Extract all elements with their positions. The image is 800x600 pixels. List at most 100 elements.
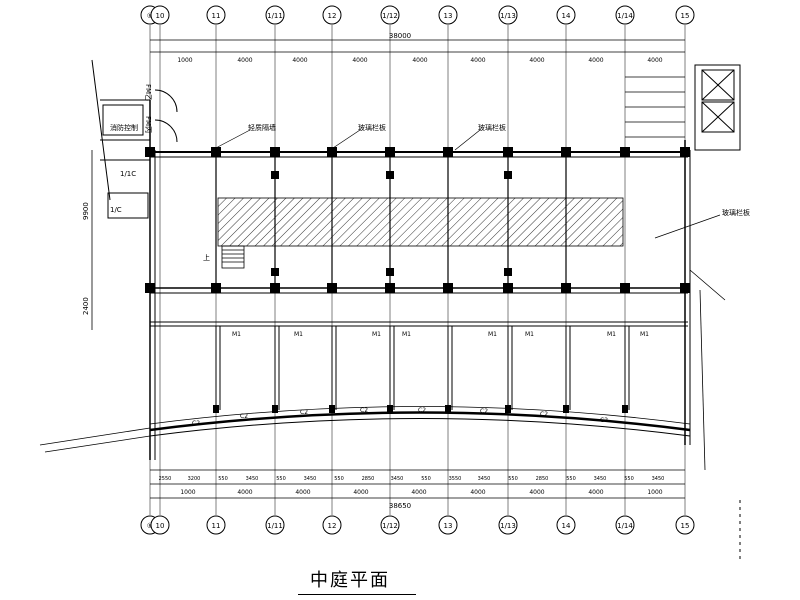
atrium-void-hatch <box>217 197 624 247</box>
bottom-bay-dimension: 1000 <box>180 489 195 496</box>
window-label: C2 <box>600 417 608 424</box>
top-bay-dimension: 4000 <box>352 57 367 64</box>
door-label: M1 <box>525 331 534 338</box>
axis-bubble <box>438 515 458 535</box>
stair-symbol <box>221 245 245 269</box>
top-bay-dimension: 4000 <box>588 57 603 64</box>
axis-bubble-label: 10 <box>156 12 165 20</box>
axis-bubble <box>150 515 170 535</box>
bottom-detail-dimension: 3450 <box>594 476 607 482</box>
bottom-detail-dimension: 550 <box>334 476 344 482</box>
axis-bubble <box>556 515 576 535</box>
room-partitions <box>215 157 630 410</box>
axis-bubble-label: ⑨ <box>147 522 153 530</box>
bottom-detail-dimension: 2550 <box>159 476 172 482</box>
axis-bubble <box>380 515 400 535</box>
axis-bubble-label: 14 <box>562 522 571 530</box>
axis-bubble-label: 12 <box>328 522 337 530</box>
column <box>270 147 280 157</box>
left-dimension-chain: 9900 2400 <box>82 150 93 330</box>
column <box>680 147 690 157</box>
axis-bubble <box>265 515 285 535</box>
door-label: M1 <box>232 331 241 338</box>
bottom-detail-dimension: 550 <box>624 476 634 482</box>
door-label: M1 <box>402 331 411 338</box>
axis-bubble <box>675 5 695 25</box>
note-glass-railing-right: 玻璃栏板 <box>722 208 750 217</box>
door-label: M1 <box>294 331 303 338</box>
bottom-detail-dimension: 3450 <box>391 476 404 482</box>
top-bay-dimension: 4000 <box>412 57 427 64</box>
door-label: M1 <box>488 331 497 338</box>
axis-bubble-label: 1/14 <box>617 12 633 20</box>
bottom-detail-dimension: 3450 <box>304 476 317 482</box>
window-label: C2 <box>480 408 488 415</box>
column <box>385 147 395 157</box>
axis-bubble <box>265 5 285 25</box>
axis-bubble-label: 11 <box>212 12 221 20</box>
axis-bubble-label: 11 <box>212 522 221 530</box>
bottom-bay-dimension: 4000 <box>470 489 485 496</box>
window-label: C2 <box>240 413 248 420</box>
main-walls <box>149 100 691 460</box>
top-bay-dimension: 1000 <box>177 57 192 64</box>
column <box>561 147 571 157</box>
title-underline <box>298 594 416 595</box>
axis-bubble <box>615 515 635 535</box>
fm-label-top: FM乙 <box>144 84 152 101</box>
column <box>211 147 221 157</box>
column <box>443 147 453 157</box>
window-label: C2 <box>300 409 308 416</box>
axis-bubble-label: 1/13 <box>500 12 516 20</box>
bottom-detail-dimension: 550 <box>566 476 576 482</box>
column <box>327 147 337 157</box>
axis-bubble <box>615 5 635 25</box>
axis-bubble-label: ⑨ <box>147 12 153 20</box>
stair-label: 上 <box>203 253 210 262</box>
window-label-left: 1/1C <box>120 170 136 178</box>
entrance-lines <box>39 427 151 453</box>
right-steps <box>625 76 685 138</box>
axis-bubble-label: 12 <box>328 12 337 20</box>
elevator-shafts <box>694 64 741 151</box>
axis-bubble <box>322 515 342 535</box>
fm-label-lower: FM丙 <box>144 116 152 133</box>
bottom-detail-dimension: 2850 <box>536 476 549 482</box>
note-glass-railing-2: 玻璃栏板 <box>478 123 506 132</box>
axis-bubble-label: 14 <box>562 12 571 20</box>
axis-bubble <box>438 5 458 25</box>
column <box>145 147 155 157</box>
bottom-bay-dimension: 4000 <box>529 489 544 496</box>
top-bay-dimension: 4000 <box>529 57 544 64</box>
axis-bubble-label: 15 <box>681 522 690 530</box>
axis-bubble <box>498 515 518 535</box>
bottom-bay-dimension: 4000 <box>353 489 368 496</box>
bottom-detail-dimension: 550 <box>421 476 431 482</box>
note-glass-railing-1: 玻璃栏板 <box>358 123 386 132</box>
axis-bubble-label: 1/12 <box>382 522 398 530</box>
bottom-bay-dimension: 4000 <box>588 489 603 496</box>
axis-bubble-label: 1/11 <box>267 522 283 530</box>
column <box>503 147 513 157</box>
right-side-marks <box>689 269 726 471</box>
bottom-detail-dimension: 2850 <box>362 476 375 482</box>
axis-bubble <box>150 5 170 25</box>
bottom-detail-dimension: 550 <box>508 476 518 482</box>
door-label: M1 <box>640 331 649 338</box>
left-dimension-2400: 2400 <box>82 297 90 315</box>
bottom-detail-dimension: 3550 <box>449 476 462 482</box>
column <box>145 283 155 293</box>
window-label: C2 <box>192 420 200 427</box>
axis-bubble <box>322 5 342 25</box>
axis-bubble <box>206 515 226 535</box>
column <box>680 283 690 293</box>
window-label: C2 <box>418 407 426 414</box>
bottom-detail-dimension: 550 <box>218 476 228 482</box>
axis-bubble-label: 1/12 <box>382 12 398 20</box>
axis-bubble <box>206 5 226 25</box>
fire-control-room-label: 消防控制 <box>110 123 138 132</box>
